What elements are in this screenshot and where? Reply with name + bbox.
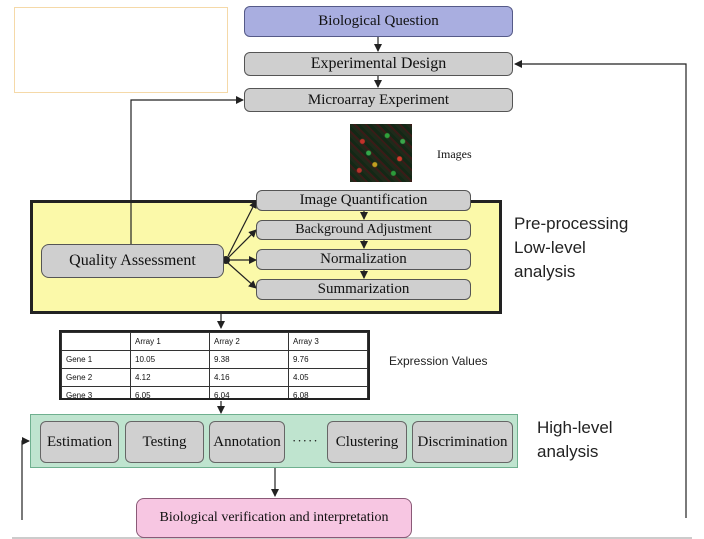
table-header-cell: Array 3: [288, 332, 368, 351]
blank-frame: [14, 7, 228, 93]
table-cell: 6.05: [130, 386, 210, 398]
preprocessing-label: Pre-processing Low-level analysis: [514, 212, 628, 284]
highlevel-label-line-2: analysis: [537, 442, 599, 461]
table-cell: 4.12: [130, 368, 210, 387]
testing-box: Testing: [125, 421, 204, 463]
table-cell: 9.76: [288, 350, 368, 369]
image-quantification-box: Image Quantification: [256, 190, 471, 211]
preprocessing-label-line-3: analysis: [514, 262, 576, 281]
discrimination-box: Discrimination: [412, 421, 513, 463]
expression-table: Array 1 Array 2 Array 3 Gene 1 10.05 9.3…: [59, 330, 370, 400]
biological-verification-box: Biological verification and interpretati…: [136, 498, 412, 538]
table-row: Gene 2 4.12 4.16 4.05: [61, 368, 368, 387]
arrow-left-into-highlevel: [21, 437, 30, 520]
microarray-image: [350, 124, 412, 182]
table-header-cell: Array 2: [209, 332, 289, 351]
table-cell: 6.04: [209, 386, 289, 398]
annotation-box: Annotation: [209, 421, 285, 463]
table-row: Gene 3 6.05 6.04 6.08: [61, 386, 368, 398]
microarray-experiment-box: Microarray Experiment: [244, 88, 513, 112]
expression-values-label: Expression Values: [389, 354, 488, 368]
highlevel-label: High-level analysis: [537, 416, 613, 464]
summarization-box: Summarization: [256, 279, 471, 300]
table-header-row: Array 1 Array 2 Array 3: [61, 332, 368, 351]
ellipsis-text: ·····: [292, 433, 319, 448]
table-cell: 6.08: [288, 386, 368, 398]
table-cell: 9.38: [209, 350, 289, 369]
table-cell: Gene 2: [61, 368, 131, 387]
table-header-cell: Array 1: [130, 332, 210, 351]
expression-table-grid: Array 1 Array 2 Array 3 Gene 1 10.05 9.3…: [61, 332, 368, 398]
table-cell: 10.05: [130, 350, 210, 369]
preprocessing-label-line-1: Pre-processing: [514, 214, 629, 233]
estimation-box: Estimation: [40, 421, 119, 463]
table-cell: 4.16: [209, 368, 289, 387]
table-cell: Gene 1: [61, 350, 131, 369]
table-cell: 4.05: [288, 368, 368, 387]
clustering-box: Clustering: [327, 421, 407, 463]
normalization-box: Normalization: [256, 249, 471, 270]
quality-assessment-box: Quality Assessment: [41, 244, 224, 278]
preprocessing-label-line-2: Low-level: [514, 238, 586, 257]
experimental-design-box: Experimental Design: [244, 52, 513, 76]
biological-question-box: Biological Question: [244, 6, 513, 37]
table-row: Gene 1 10.05 9.38 9.76: [61, 350, 368, 369]
background-adjustment-box: Background Adjustment: [256, 220, 471, 240]
table-cell: Gene 3: [61, 386, 131, 398]
images-label: Images: [437, 147, 472, 161]
table-header-cell: [61, 332, 131, 351]
highlevel-label-line-1: High-level: [537, 418, 613, 437]
